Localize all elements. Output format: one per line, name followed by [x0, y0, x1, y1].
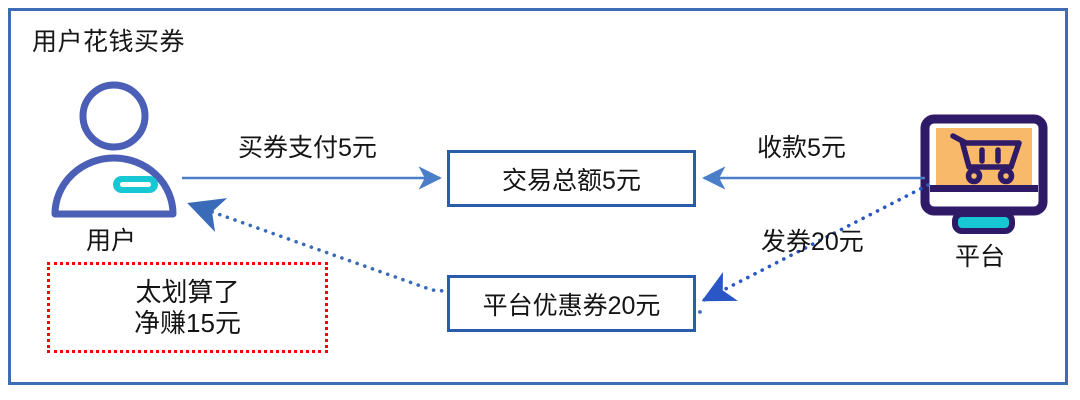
- node-transaction-total[interactable]: 交易总额5元: [447, 150, 696, 207]
- node-platform-coupon[interactable]: 平台优惠券20元: [447, 275, 696, 332]
- node-caption-user: 用户: [86, 227, 137, 255]
- callout-line-1: 太划算了: [135, 276, 240, 307]
- edge-label-pay: 买券支付5元: [238, 134, 377, 162]
- node-caption-platform: 平台: [955, 243, 1006, 271]
- callout-savings-box: 太划算了 净赚15元: [47, 262, 328, 353]
- edge-label-receive: 收款5元: [757, 134, 846, 162]
- edge-label-issue: 发券20元: [761, 228, 864, 256]
- callout-line-2: 净赚15元: [134, 307, 241, 338]
- diagram-title: 用户花钱买券: [32, 28, 186, 56]
